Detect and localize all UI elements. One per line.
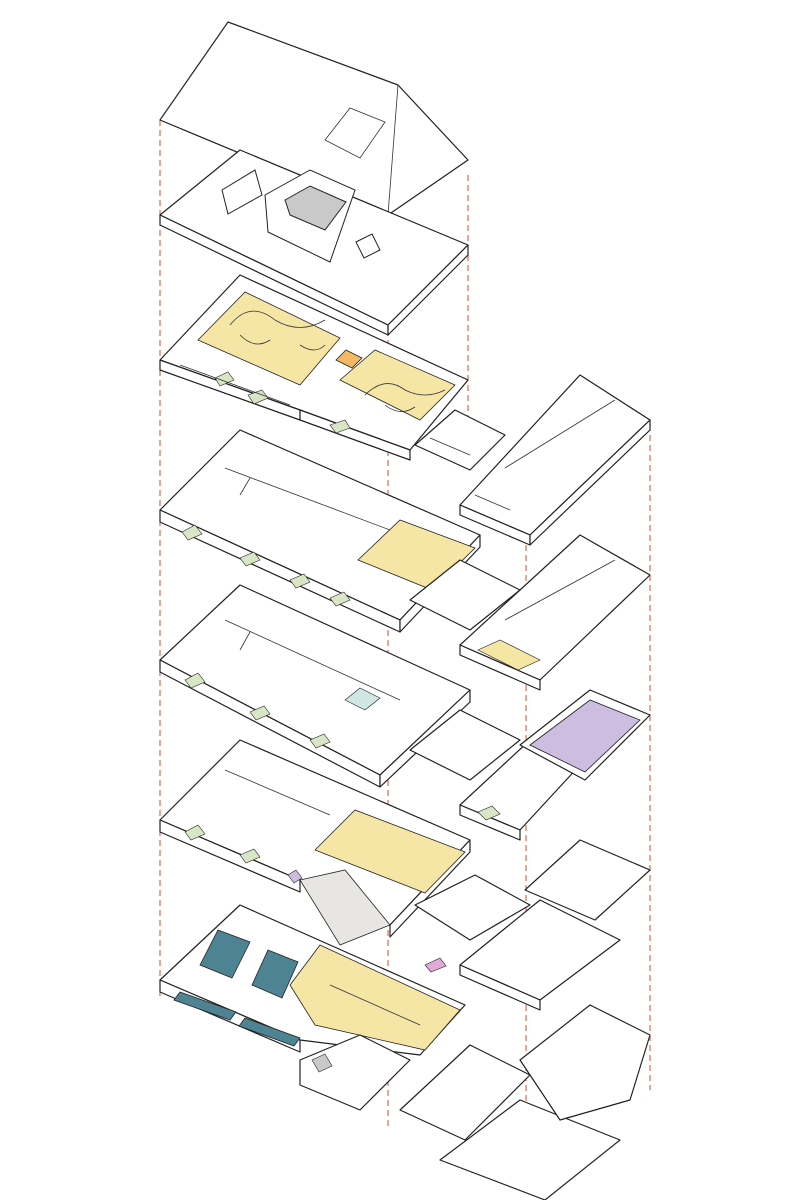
level-floor-3 [159,429,651,691]
level-ground-floor [159,904,651,1200]
level-floor-1 [159,739,651,1011]
level-attic [159,149,469,336]
level-floor-4 [159,274,506,471]
wing-upper [459,374,651,546]
level-floor-2 [159,584,651,841]
